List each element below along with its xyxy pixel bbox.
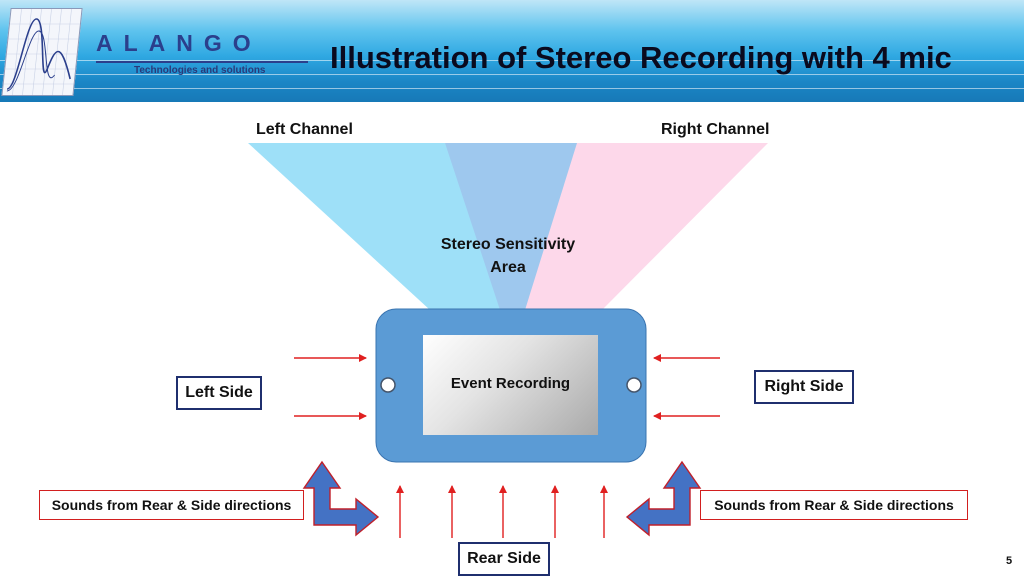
sounds-right-label: Sounds from Rear & Side directions bbox=[700, 490, 968, 520]
left-mic bbox=[380, 377, 396, 393]
stereo-label-line1: Stereo Sensitivity bbox=[440, 236, 576, 253]
header-wave-line bbox=[0, 88, 1024, 89]
sounds-left-label: Sounds from Rear & Side directions bbox=[39, 490, 304, 520]
logo-waveform-icon bbox=[3, 9, 80, 95]
header-wave-line bbox=[0, 74, 1024, 75]
stereo-overlap-beam bbox=[445, 143, 577, 310]
page-number: 5 bbox=[1006, 555, 1013, 567]
logo-name: ALANGO bbox=[96, 30, 262, 56]
left-channel-label: Left Channel bbox=[256, 121, 353, 138]
logo-tagline: Technologies and solutions bbox=[134, 65, 266, 76]
screen-label: Event Recording bbox=[450, 375, 571, 392]
right-side-label: Right Side bbox=[754, 370, 854, 404]
right-mic bbox=[626, 377, 642, 393]
right-channel-label: Right Channel bbox=[661, 121, 770, 138]
left-side-label: Left Side bbox=[176, 376, 262, 410]
logo-emblem bbox=[1, 8, 83, 96]
left-bent-block-arrow bbox=[302, 460, 380, 537]
device-screen: Event Recording bbox=[423, 335, 598, 435]
slide-title: Illustration of Stereo Recording with 4 … bbox=[330, 40, 952, 75]
header-wave-line bbox=[0, 60, 1024, 61]
logo-divider bbox=[96, 61, 308, 63]
right-bent-block-arrow bbox=[625, 460, 702, 537]
slide-header: ALANGO Technologies and solutions Illust… bbox=[0, 0, 1024, 102]
stereo-sensitivity-label: Stereo Sensitivity Area bbox=[420, 233, 596, 279]
stereo-label-line2: Area bbox=[490, 259, 526, 276]
rear-side-label: Rear Side bbox=[458, 542, 550, 576]
